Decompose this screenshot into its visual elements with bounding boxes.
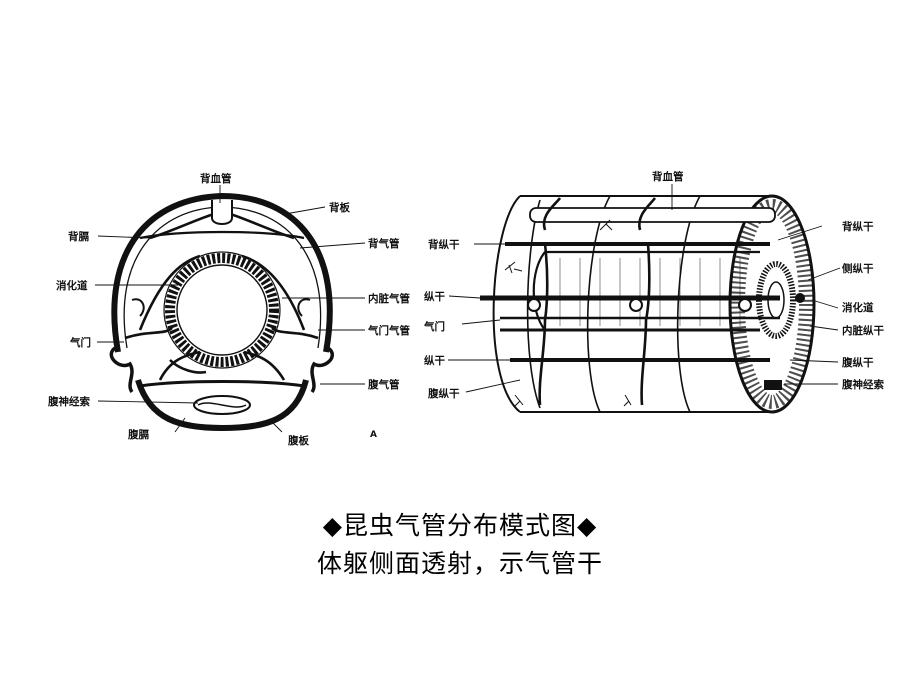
label-spiracle-trachea: 气门气管 <box>367 324 410 337</box>
label-dorsal-trunk: 背纵干 <box>842 220 874 233</box>
label-spiracle: 气门 <box>69 336 91 349</box>
label-alimentary-canal-tube: 消化道 <box>842 301 874 314</box>
label-ventral-trunk-left: 腹纵干 <box>428 387 460 400</box>
body-tube-diagram: 背血管 背纵干 纵干 气门 纵干 腹纵干 背纵干 侧纵干 消化道 内脏纵干 腹纵… <box>423 170 884 414</box>
label-panel-letter: A <box>370 430 377 440</box>
label-lateral-trunk-left: 纵干 <box>424 290 445 303</box>
label-visceral-trachea: 内脏气管 <box>368 292 410 305</box>
cross-section-diagram: 背血管 背板 背膈 背气管 消化道 内脏气管 气门 气门气管 腹气管 腹神经索 … <box>48 172 410 447</box>
label-spiracle-left: 气门 <box>423 320 445 333</box>
spiracle-left <box>109 346 134 394</box>
label-sternum: 腹板 <box>288 434 309 447</box>
dorsal-vessel-tube <box>529 207 776 223</box>
dorsal-vessel <box>211 200 233 225</box>
body-wall-outline <box>111 192 333 353</box>
caption-title: ◆昆虫气管分布模式图◆ <box>322 511 598 540</box>
label-ventral-nerve-cord: 腹神经索 <box>48 395 90 408</box>
label-lateral-trunk: 侧纵干 <box>842 262 874 275</box>
label-ventral-nerve-cord-tube: 腹神经索 <box>842 378 884 391</box>
body-tube-outline <box>492 195 770 413</box>
label-dorsal-vessel: 背血管 <box>200 172 232 185</box>
label-dorsal-vessel-tube: 背血管 <box>652 170 684 183</box>
label-ventral-trunk-left-cut: 纵干 <box>424 354 445 367</box>
label-dorsal-trachea: 背气管 <box>368 237 400 250</box>
label-ventral-diaphragm: 腹膈 <box>128 428 149 441</box>
label-visceral-trunk: 内脏纵干 <box>842 324 884 337</box>
ventral-diaphragm <box>139 380 305 388</box>
label-alimentary-canal: 消化道 <box>56 279 88 292</box>
label-tergum: 背板 <box>329 201 350 214</box>
label-dorsal-trunk-left: 背纵干 <box>428 238 460 251</box>
caption-subtitle: 体躯侧面透射，示气管干 <box>316 549 603 578</box>
label-ventral-trachea: 腹气管 <box>368 378 400 391</box>
sternum-wall <box>135 379 309 432</box>
alimentary-canal-ring <box>165 253 279 367</box>
label-dorsal-diaphragm: 背膈 <box>68 230 89 243</box>
spiracle-right <box>310 346 334 394</box>
label-ventral-trunk: 腹纵干 <box>842 356 874 369</box>
